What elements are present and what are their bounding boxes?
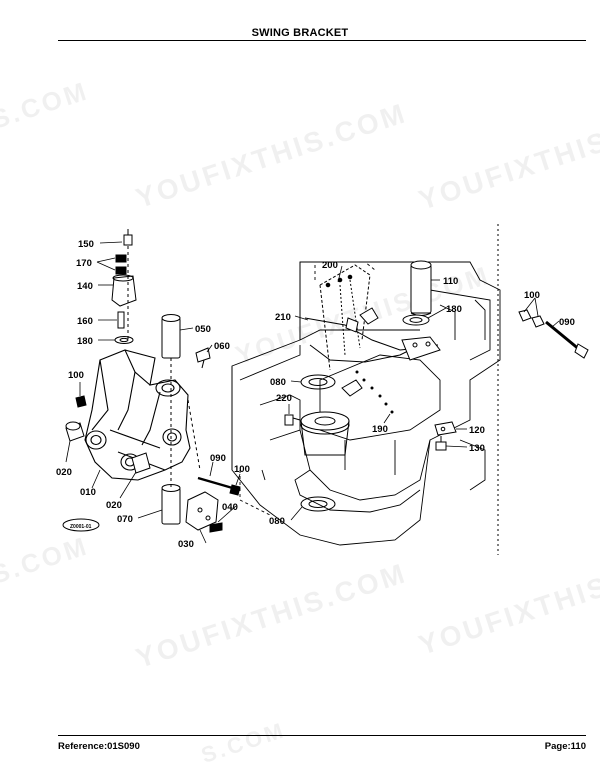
label-090-right: 090 [559,317,575,328]
label-180-left: 180 [77,336,93,347]
bolt-130 [435,436,447,451]
label-170: 170 [76,258,92,269]
nut-100-left [75,395,87,408]
pin-160 [117,311,125,329]
label-200: 200 [322,260,338,271]
grease-nipple-150 [123,229,133,246]
pin-070 [161,484,181,525]
header-rule [58,40,586,41]
cylinder-140 [111,274,137,307]
bolts-040 [209,522,223,533]
label-100-left: 100 [68,370,84,381]
grease-nipple-220 [284,414,301,426]
pin-050 [161,314,181,359]
stamp-mark [62,518,100,532]
label-100-right: 100 [524,290,540,301]
label-120: 120 [469,425,485,436]
footer-rule [58,735,586,736]
nuts-170 [115,254,127,275]
swing-bracket-010 [84,349,191,481]
bracket-030 [185,491,219,531]
label-190: 190 [372,424,388,435]
label-180-right: 180 [446,304,462,315]
label-010: 010 [80,487,96,498]
page-title: SWING BRACKET [251,27,349,39]
washer-180-left [114,336,134,344]
label-220: 220 [276,393,292,404]
label-070: 070 [117,514,133,525]
label-040: 040 [222,502,238,513]
bolt-060 [195,347,211,369]
label-030: 030 [178,539,194,550]
label-060: 060 [214,341,230,352]
stamp-label: Z0001-01 [70,524,92,530]
washer-180-right [402,314,430,326]
leader-lines [65,241,560,544]
label-100-lower: 100 [234,464,250,475]
label-050: 050 [195,324,211,335]
rod-090-left [197,476,241,496]
bushing-020-left [65,421,85,442]
pin-110 [410,260,432,316]
plate-200 [319,264,371,371]
part-labels: 150 170 140 160 180 050 060 100 020 010 … [56,239,575,550]
label-110: 110 [443,276,458,287]
grease-line-210 [304,307,441,363]
label-130: 130 [469,443,485,454]
nuts-100-right [518,309,545,328]
label-080-lower: 080 [269,516,285,527]
washer-080-upper [300,374,336,390]
bolt-090-right [545,320,589,359]
label-020-left: 020 [56,467,72,478]
label-090-left: 090 [210,453,226,464]
fitting-elbow [341,379,363,397]
label-160: 160 [77,316,93,327]
label-080-upper: 080 [270,377,286,388]
clip-120 [434,421,457,436]
page-number: Page:110 [544,741,586,752]
label-020-lower: 020 [106,500,122,511]
bushing-020-lower [131,452,151,474]
label-140: 140 [77,281,93,292]
dots-190 [355,370,394,414]
reference-number: Reference:01S090 [58,741,140,752]
label-210: 210 [275,312,291,323]
washer-080-lower [300,496,336,512]
upper-boss [300,411,350,456]
alignment-lines [127,246,201,488]
label-150: 150 [78,239,94,250]
